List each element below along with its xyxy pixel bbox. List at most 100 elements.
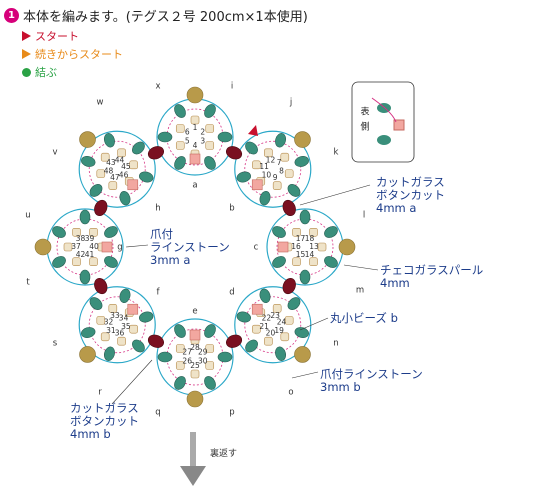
bead-number: 22 — [262, 313, 272, 322]
bead-number: 9 — [273, 173, 278, 182]
round-bead — [317, 242, 327, 252]
inset-thread — [371, 97, 397, 123]
czech-pearl — [294, 131, 311, 148]
cut-glass-bead — [259, 191, 271, 206]
rhinestone — [189, 329, 201, 341]
legend-start-label: スタート — [35, 30, 79, 43]
connector-bead — [225, 334, 243, 348]
cut-glass-bead — [204, 376, 216, 390]
bead-number: 31 — [106, 326, 116, 335]
flip-arrow-icon — [180, 466, 206, 486]
bead-number: 38 — [76, 234, 86, 243]
start-triangle-icon — [22, 31, 31, 41]
round-bead — [72, 227, 81, 237]
bead-number: 43 — [106, 158, 116, 167]
round-bead — [292, 257, 301, 267]
round-bead — [108, 304, 118, 313]
cut-glass-bead — [79, 269, 91, 285]
cut-glass-bead — [89, 297, 103, 310]
letter-e: e — [192, 307, 197, 317]
bead-number: 12 — [266, 156, 276, 165]
cut-glass-bead — [132, 141, 145, 155]
letter-i: i — [231, 82, 233, 92]
inner-thread-loop — [276, 218, 334, 276]
cut-glass-bead — [79, 209, 91, 225]
cut-glass-bead — [217, 131, 233, 143]
bead-number: 6 — [185, 128, 190, 137]
cut-glass-bead — [299, 209, 311, 225]
cut-glass-bead — [272, 256, 286, 268]
cut-glass-bead — [236, 311, 251, 323]
letter-x: x — [155, 82, 160, 92]
legend-start: スタート — [22, 28, 79, 44]
bead-number: 8 — [279, 167, 284, 176]
czech-pearl — [338, 238, 356, 256]
tie-dot-icon — [22, 67, 31, 77]
flip-label: 裏返す — [210, 449, 238, 459]
bead-number: 4 — [193, 141, 198, 150]
inner-thread-loop — [56, 218, 114, 276]
leader-line — [299, 184, 371, 206]
cut-glass-bead — [89, 184, 103, 197]
letter-d: d — [229, 288, 234, 298]
round-bead — [252, 324, 261, 334]
cut-glass-bead — [81, 155, 96, 167]
cut-glass-bead — [174, 324, 186, 338]
connector-bead — [94, 277, 108, 295]
leader-line — [299, 317, 329, 331]
inner-thread-loop — [88, 140, 146, 198]
letter-r: r — [98, 388, 102, 398]
round-bead — [280, 332, 290, 342]
bead-number: 29 — [198, 348, 208, 357]
czech-pearl — [186, 86, 204, 104]
cut-glass-bead — [259, 288, 271, 303]
cut-glass-bead — [294, 327, 309, 339]
round-bead — [108, 181, 118, 190]
round-bead — [280, 152, 290, 162]
connector-bead — [282, 277, 296, 295]
cut-glass-bead — [139, 171, 154, 183]
letter-u: u — [25, 211, 30, 221]
inner-thread-loop — [244, 140, 302, 198]
bead-number: 20 — [266, 328, 276, 337]
bead-number: 18 — [305, 234, 315, 243]
step-number: 1 — [4, 8, 19, 23]
letter-q: q — [155, 408, 160, 418]
connector-bead — [225, 146, 243, 160]
bead-number: 35 — [121, 322, 131, 331]
round-bead — [89, 257, 98, 267]
bead-number: 23 — [270, 311, 280, 320]
step-title: 1 本体を編みます。(テグス２号 200cm×1本使用) — [4, 6, 308, 25]
bead-number: 19 — [274, 326, 284, 335]
czech-pearl — [294, 346, 311, 363]
letter-c: c — [254, 243, 259, 253]
connector-bead — [282, 199, 296, 217]
inset-bead-bottom — [377, 135, 391, 145]
round-bead — [190, 115, 200, 125]
cut-glass-bead — [275, 133, 287, 148]
bead-number: 30 — [198, 357, 208, 366]
cut-glass-bead — [104, 256, 118, 268]
bead-number: 34 — [119, 313, 129, 322]
round-bead — [205, 124, 215, 133]
bead-number: 14 — [305, 250, 315, 259]
legend-continue-label: 続きからスタート — [35, 48, 123, 61]
thread-loop — [234, 130, 312, 208]
bead-number: 7 — [277, 158, 282, 167]
bead-number: 3 — [200, 137, 205, 146]
letter-f: f — [157, 288, 161, 298]
letter-g: g — [117, 243, 122, 253]
cut-glass-bead — [104, 226, 118, 238]
cut-glass-bead — [204, 156, 216, 170]
bead-number: 1 — [193, 123, 198, 132]
round-bead — [72, 257, 81, 267]
cut-glass-bead — [174, 376, 186, 390]
cut-glass-bead — [287, 184, 301, 197]
leader-line — [343, 264, 379, 271]
round-bead — [100, 332, 110, 342]
round-bead — [175, 141, 185, 150]
round-bead — [284, 169, 294, 178]
bead-number: 26 — [182, 357, 192, 366]
rhinestone — [251, 179, 263, 191]
